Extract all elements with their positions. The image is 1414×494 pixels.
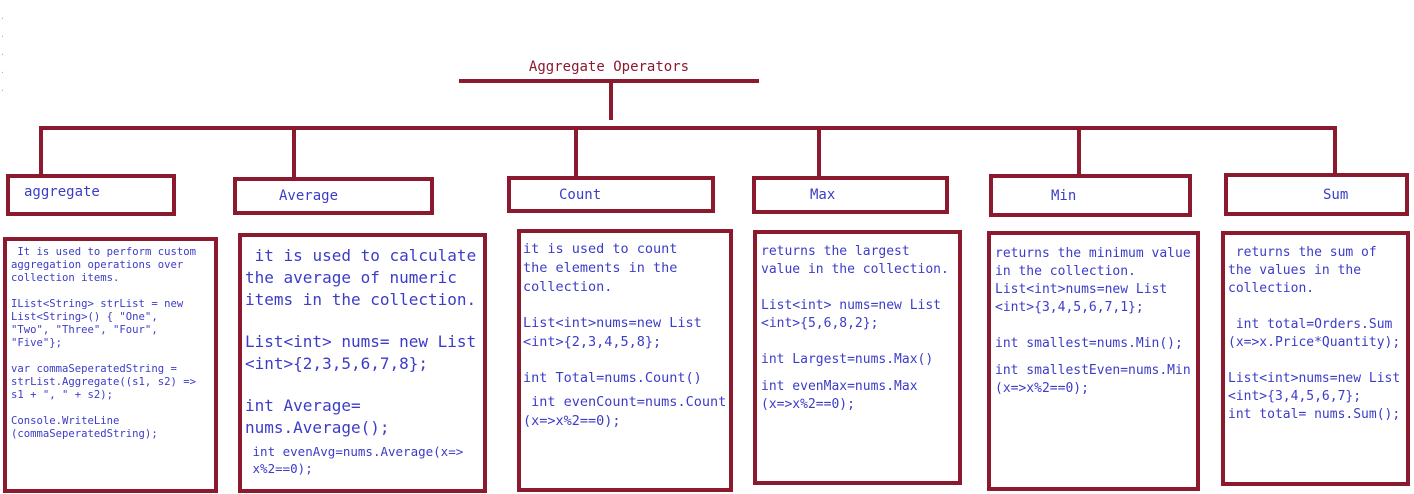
sum-description: returns the sum of the values in the col… (1228, 245, 1377, 296)
operator-max-label: Max (810, 187, 836, 203)
count-description: it is used to count the elements in the … (523, 241, 678, 295)
max-code-largest: int Largest=nums.Max() (761, 352, 934, 367)
min-description: returns the minimum value in the collect… (995, 246, 1191, 315)
left-edge-marks: ····· (0, 14, 5, 95)
average-code-average: int Average= nums.Average(); (245, 396, 390, 437)
average-description: it is used to calculate the average of n… (245, 246, 477, 309)
operator-min-label: Min (1051, 187, 1077, 204)
operator-average-box: Average (233, 177, 434, 215)
count-code-even: int evenCount=nums.Count (x=>x%2==0); (523, 394, 727, 429)
aggregate-code-list: IList<String> strList = new List<String>… (11, 298, 184, 349)
connector-count (574, 126, 578, 178)
count-code-list: List<int>nums=new List <int>{2,3,4,5,8}; (523, 315, 702, 350)
horizontal-branch (39, 126, 1337, 130)
aggregate-description: It is used to perform custom aggregation… (11, 246, 196, 284)
average-code-list: List<int> nums= new List <int>{2,3,5,6,7… (245, 332, 477, 373)
connector-aggregate (39, 126, 43, 176)
operator-max-box: Max (752, 176, 949, 214)
sum-code-list: List<int>nums=new List <int>{3,4,5,6,7};… (1228, 371, 1401, 422)
operator-min-box: Min (989, 174, 1192, 217)
sum-description-box: returns the sum of the values in the col… (1221, 231, 1410, 486)
max-code-list: List<int> nums=new List <int>{5,6,8,2}; (761, 298, 942, 331)
average-code-even: int evenAvg=nums.Average(x=> x%2==0); (252, 444, 464, 476)
connector-average (292, 126, 296, 179)
count-description-box: it is used to count the elements in the … (517, 229, 733, 492)
max-description-box: returns the largest value in the collect… (753, 230, 962, 485)
operator-count-box: Count (507, 176, 715, 213)
aggregate-code-writeline: Console.WriteLine (commaSeperatedString)… (11, 415, 158, 440)
aggregate-code-aggregate: var commaSeperatedString = strList.Aggre… (11, 363, 196, 401)
operator-average-label: Average (279, 188, 339, 204)
min-description-box: returns the minimum value in the collect… (987, 231, 1200, 491)
count-code-total: int Total=nums.Count() (523, 370, 702, 386)
max-code-even: int evenMax=nums.Max (x=>x%2==0); (761, 379, 918, 412)
root-stem (609, 82, 613, 120)
aggregate-description-box: It is used to perform custom aggregation… (3, 237, 218, 493)
connector-min (1077, 126, 1081, 176)
root-title: Aggregate Operators (528, 59, 690, 75)
connector-max (817, 126, 821, 178)
root-underline (459, 79, 759, 83)
operator-aggregate-label: aggregate (24, 184, 100, 200)
sum-code-orders: int total=Orders.Sum (x=>x.Price*Quantit… (1228, 317, 1401, 350)
operator-aggregate-box: aggregate (6, 174, 176, 216)
connector-sum (1333, 126, 1337, 175)
min-code-smallest-even: int smallestEven=nums.Min (x=>x%2==0); (995, 363, 1191, 396)
operator-sum-box: Sum (1224, 173, 1409, 216)
min-code-smallest: int smallest=nums.Min(); (995, 336, 1183, 351)
operator-sum-label: Sum (1323, 186, 1349, 203)
average-description-box: it is used to calculate the average of n… (238, 233, 487, 493)
operator-count-label: Count (559, 186, 602, 203)
max-description: returns the largest value in the collect… (761, 244, 949, 277)
